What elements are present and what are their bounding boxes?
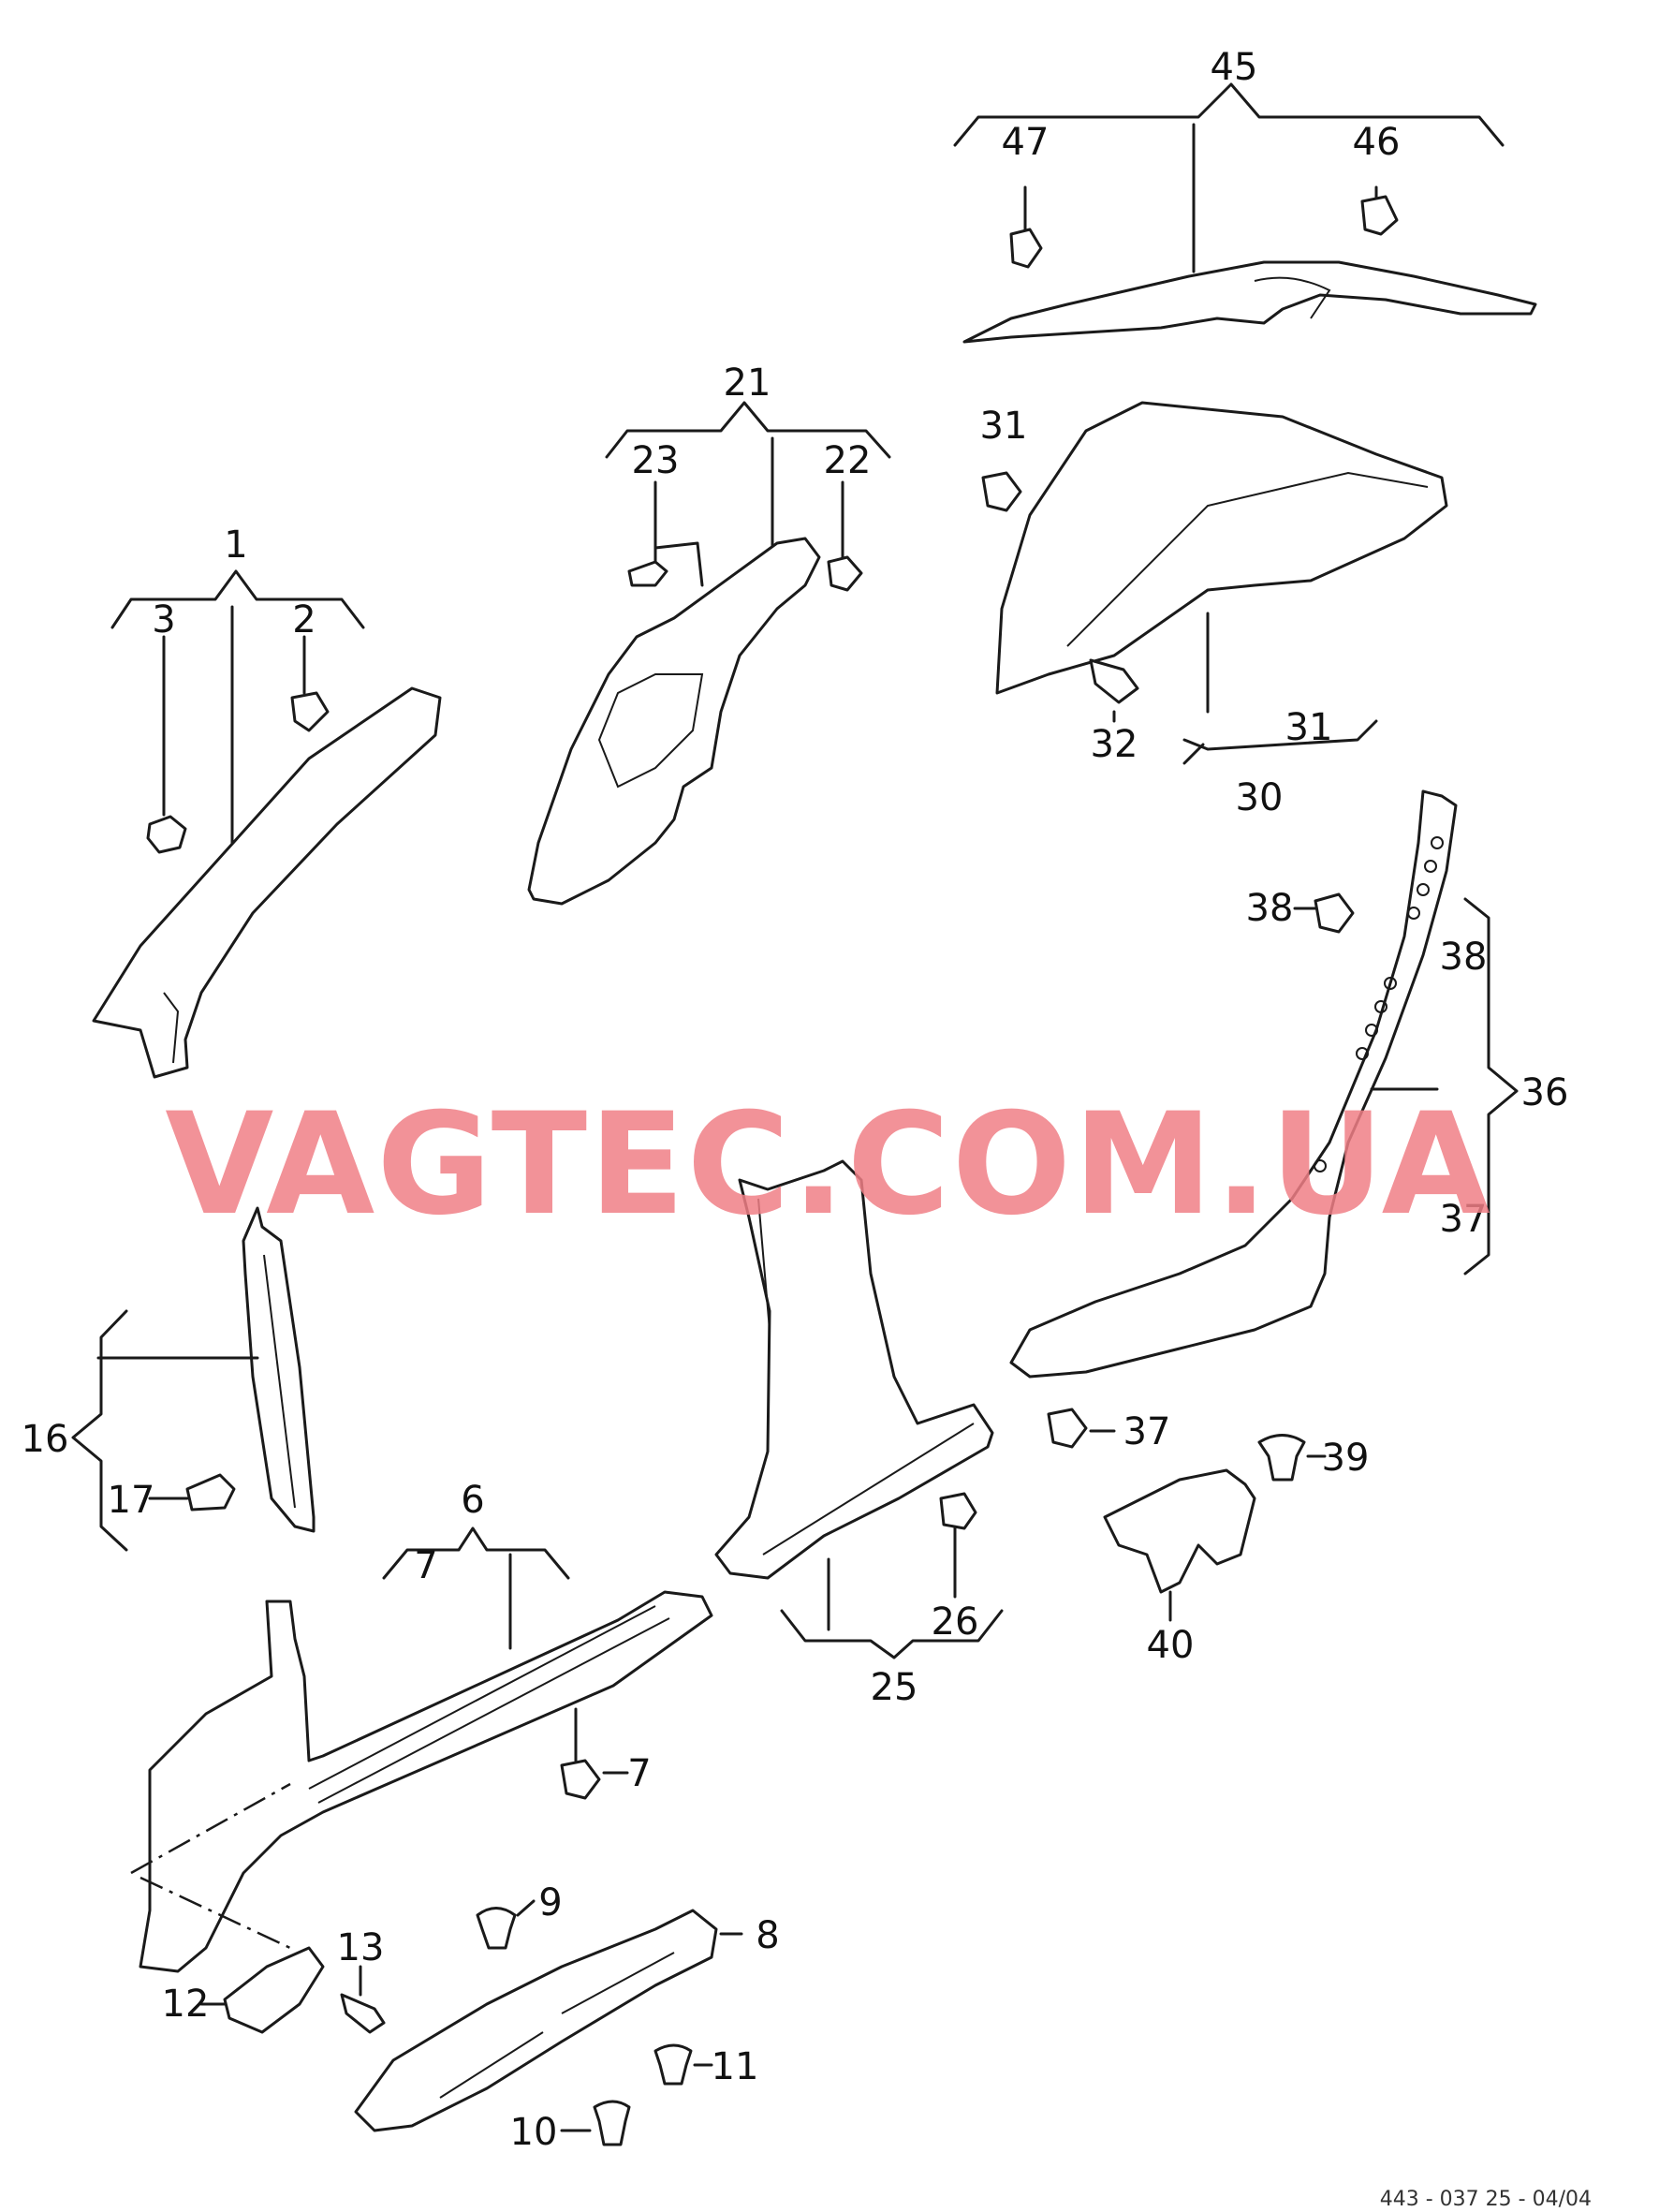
callout-40: 40 <box>1147 1624 1195 1667</box>
c-pillar-trim <box>995 401 1448 695</box>
callout-11: 11 <box>712 2045 759 2088</box>
bracket-40 <box>1103 1468 1256 1594</box>
part-group-36: 38 38 36 37 37 <box>1009 789 1569 1453</box>
callout-12: 12 <box>162 1983 210 2026</box>
lower-b-pillar-trim <box>714 1159 994 1580</box>
callout-3: 3 <box>152 598 175 641</box>
callout-10: 10 <box>510 2111 558 2154</box>
clip-2 <box>290 691 330 732</box>
screw-32 <box>1089 658 1139 704</box>
callout-39: 39 <box>1322 1437 1370 1480</box>
callout-30: 30 <box>1236 776 1284 819</box>
callout-16: 16 <box>22 1418 69 1461</box>
part-group-1: 1 3 2 <box>92 524 442 1079</box>
callout-36: 36 <box>1521 1071 1569 1114</box>
callout-26: 26 <box>932 1600 979 1644</box>
callout-25: 25 <box>871 1666 918 1709</box>
callout-17: 17 <box>108 1479 155 1522</box>
callout-7-clip: 7 <box>627 1752 651 1795</box>
rear-side-trim-holes <box>1314 836 1444 1172</box>
callout-1: 1 <box>224 524 247 567</box>
clip-37-bottom <box>1047 1408 1088 1449</box>
part-group-30: 31 32 31 30 <box>980 401 1448 819</box>
rivet-11 <box>653 2043 693 2086</box>
part-group-39-40: 39 40 <box>1103 1434 1370 1667</box>
callout-8: 8 <box>756 1914 779 1957</box>
callout-13: 13 <box>337 1926 385 1969</box>
clip-31-top <box>981 471 1022 512</box>
callout-31-bottom: 31 <box>1285 706 1333 749</box>
callout-47: 47 <box>1002 121 1050 164</box>
screw-13 <box>340 1993 386 2034</box>
part-group-8-13: 12 13 8 9 10 11 <box>162 1881 780 2154</box>
clip-17 <box>185 1473 236 1512</box>
callout-9: 9 <box>538 1881 562 1924</box>
callout-32: 32 <box>1091 723 1138 766</box>
clip-26 <box>939 1492 977 1530</box>
callout-37-bracket: 37 <box>1440 1198 1488 1241</box>
clip-47 <box>1009 228 1043 269</box>
rivet-9 <box>476 1907 517 1950</box>
a-pillar-trim <box>92 686 442 1079</box>
part-group-45: 45 47 46 <box>953 46 1537 344</box>
clip-7 <box>560 1759 601 1800</box>
door-sill-trim <box>139 1590 713 1973</box>
part-group-21: 21 23 22 <box>527 361 891 906</box>
callout-45: 45 <box>1211 46 1258 89</box>
callout-7-bracket: 7 <box>414 1544 437 1587</box>
clip-38 <box>1314 892 1355 934</box>
upper-b-pillar-trim <box>527 537 821 906</box>
clip-22 <box>827 555 863 592</box>
callout-46: 46 <box>1353 121 1401 164</box>
callout-38-clip: 38 <box>1246 887 1294 930</box>
clip-3 <box>146 815 187 854</box>
diagram-code: 443 - 037 25 - 04/04 <box>1380 2188 1592 2211</box>
rear-side-trim <box>1009 789 1458 1379</box>
callout-21: 21 <box>724 361 771 405</box>
callout-23: 23 <box>632 439 680 482</box>
screw-23 <box>627 560 668 587</box>
callout-22: 22 <box>824 439 872 482</box>
clip-46 <box>1360 195 1399 236</box>
callout-2: 2 <box>292 598 316 641</box>
callout-31-top: 31 <box>980 405 1028 448</box>
callout-37-clip: 37 <box>1123 1410 1171 1453</box>
bracket-12 <box>223 1946 325 2034</box>
rivet-39 <box>1257 1434 1306 1482</box>
watermark-text: VAGTEC.COM.UA <box>165 1084 1491 1246</box>
callout-6: 6 <box>461 1479 484 1522</box>
part-group-16: 16 17 <box>22 1206 316 1552</box>
callout-38-bracket: 38 <box>1440 936 1488 979</box>
roof-frame-trim <box>962 260 1537 344</box>
rivet-10 <box>593 2100 631 2146</box>
part-group-25: 26 25 <box>714 1159 1004 1709</box>
part-group-6: 6 7 7 <box>130 1479 713 1973</box>
bracket-8 <box>354 1909 718 2132</box>
